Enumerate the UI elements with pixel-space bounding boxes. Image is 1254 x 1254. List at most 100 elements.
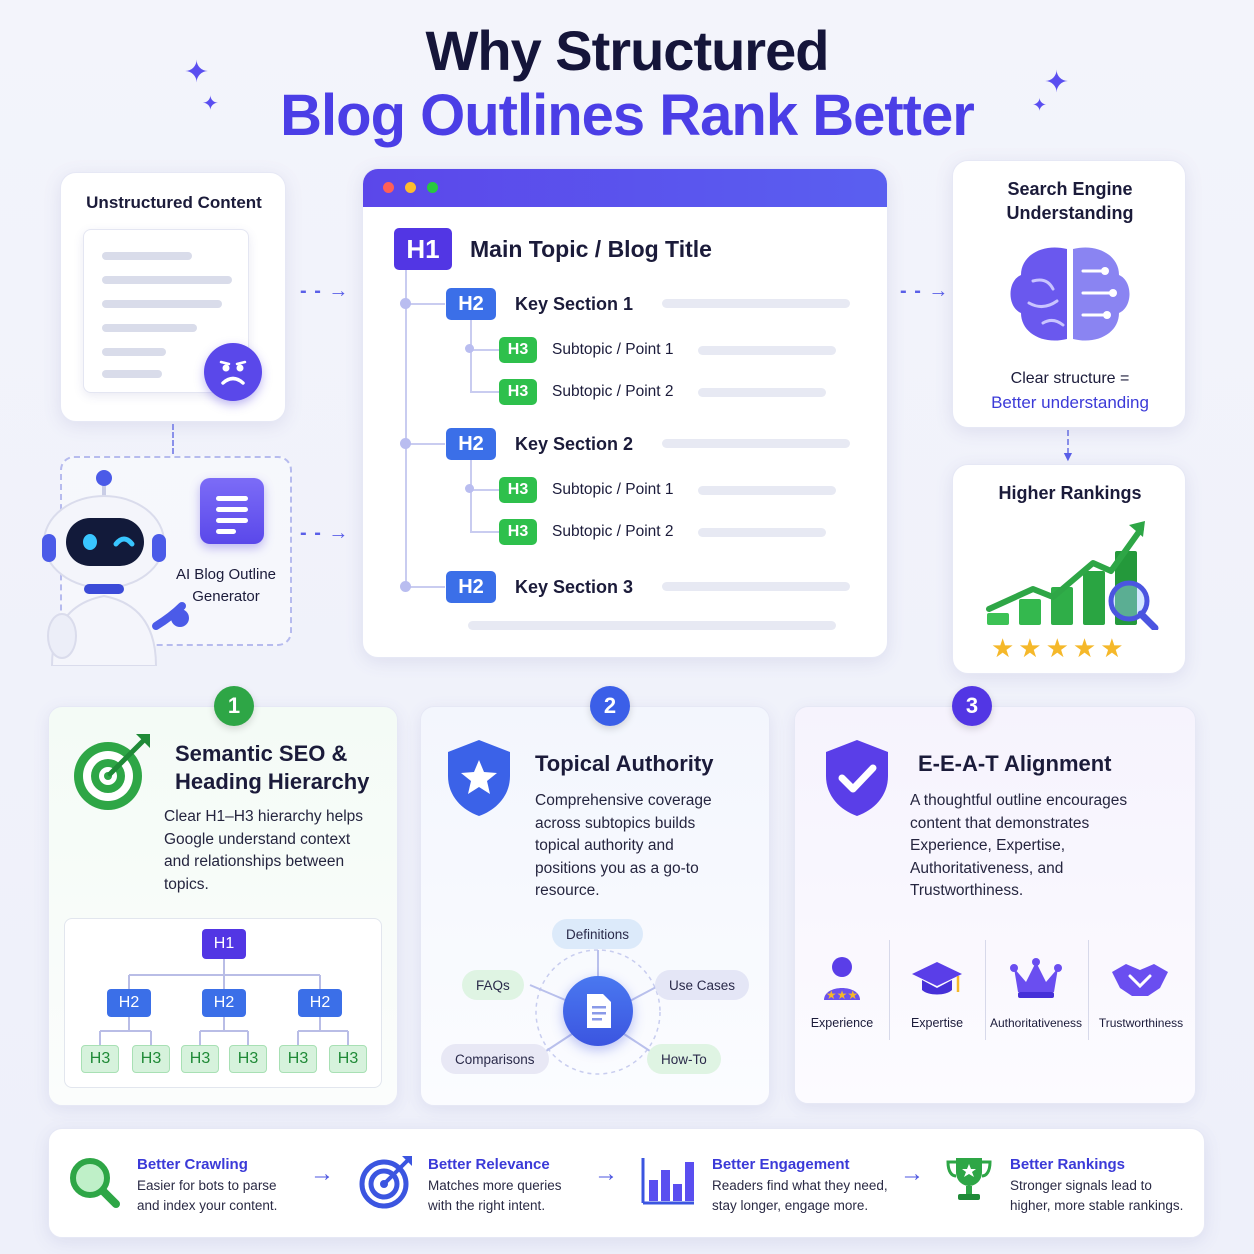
magnifier-icon (66, 1154, 122, 1210)
bar-chart-icon (640, 1156, 696, 1206)
benefit-desc: Readers find what they need, stay longer… (712, 1178, 888, 1213)
feature-desc: A thoughtful outline encourages content … (910, 792, 1128, 899)
h3-badge: H3 (499, 337, 537, 363)
dashed-arrow-icon: - - → (300, 280, 350, 302)
hierarchy-tree: H1 H2 H2 H2 H3 H3 H3 H3 H3 H3 (64, 918, 382, 1088)
arrow-right-icon: → (594, 1160, 618, 1187)
trophy-icon (944, 1154, 994, 1204)
higher-rankings-card: Higher Rankings ★★★★★ (952, 464, 1186, 674)
window-titlebar (363, 169, 887, 207)
rankings-title: Higher Rankings (998, 483, 1142, 503)
feature-title: Semantic SEO & Heading Hierarchy (175, 741, 370, 794)
tree-h3-node: H3 (229, 1045, 267, 1073)
crown-icon (1010, 956, 1062, 1000)
svg-text:★★★: ★★★ (826, 988, 858, 1002)
sparkle-icon: ✦ (1044, 66, 1070, 99)
benefit-title: Better Relevance (428, 1156, 550, 1173)
h3-badge: H3 (499, 477, 537, 503)
feature-desc: Clear H1–H3 hierarchy helps Google under… (164, 808, 364, 893)
step-badge: 1 (214, 686, 254, 726)
topic-pill-faqs: FAQs (462, 970, 524, 1000)
benefit-desc: Stronger signals lead to higher, more st… (1010, 1178, 1184, 1213)
feature-desc: Comprehensive coverage across subtopics … (535, 792, 712, 899)
step-badge: 2 (590, 686, 630, 726)
feature-title: Topical Authority (535, 751, 714, 776)
dashed-arrow-icon: - - → (300, 522, 350, 544)
tree-h2-node: H2 (202, 989, 246, 1017)
topic-pill-use-cases: Use Cases (655, 970, 750, 1000)
shield-check-icon (822, 738, 892, 818)
subtopic-title: Subtopic / Point 1 (552, 341, 674, 358)
arrow-down-icon: ▼ (1061, 448, 1075, 464)
h3-badge: H3 (499, 379, 537, 405)
eeat-label-trustworthiness: Trustworthiness (1098, 1016, 1184, 1030)
search-engine-caption: Clear structure = Better understanding (991, 370, 1149, 412)
search-engine-title: Search Engine Understanding (1006, 179, 1134, 223)
person-stars-icon: ★★★ (816, 954, 868, 1004)
shield-star-icon (444, 738, 514, 818)
step-badge: 3 (952, 686, 992, 726)
connector-line (1067, 430, 1069, 454)
generator-label: AI Blog Outline Generator (175, 566, 277, 605)
subtopic-title: Subtopic / Point 2 (552, 383, 674, 400)
document-hub-icon (563, 976, 633, 1046)
close-dot-icon[interactable] (383, 182, 394, 193)
topic-pill-comparisons: Comparisons (441, 1044, 549, 1074)
tree-h3-node: H3 (279, 1045, 317, 1073)
sparkle-icon: ✦ (202, 93, 219, 115)
benefit-desc: Easier for bots to parse and index your … (137, 1178, 278, 1213)
benefit-desc: Matches more queries with the right inte… (428, 1178, 562, 1213)
target-icon (358, 1154, 414, 1210)
eeat-label-authoritativeness: Authoritativeness (989, 1016, 1083, 1030)
tree-h3-node: H3 (132, 1045, 170, 1073)
tree-h3-node: H3 (81, 1045, 119, 1073)
benefit-title: Better Crawling (137, 1156, 248, 1173)
sad-face-icon (204, 343, 262, 401)
sparkle-icon: ✦ (1032, 95, 1048, 115)
sparkle-icon: ✦ (184, 56, 210, 89)
benefits-bar (48, 1128, 1205, 1238)
robot-mascot (32, 466, 192, 667)
growth-chart-icon (986, 521, 1159, 630)
topic-pill-how-to: How-To (647, 1044, 721, 1074)
dashed-arrow-icon: - - → (900, 280, 950, 302)
benefit-title: Better Engagement (712, 1156, 850, 1173)
outline-document-icon (200, 478, 264, 544)
graduation-cap-icon (910, 958, 964, 1000)
feature-title: E-E-A-T Alignment (918, 751, 1112, 776)
h2-badge: H2 (446, 428, 496, 460)
page-title-line2: Blog Outlines Rank Better (280, 83, 975, 148)
maximize-dot-icon[interactable] (427, 182, 438, 193)
h1-badge: H1 (394, 228, 452, 270)
page-title-line1: Why Structured (425, 19, 830, 82)
tree-h3-node: H3 (181, 1045, 219, 1073)
minimize-dot-icon[interactable] (405, 182, 416, 193)
unstructured-content-card: Unstructured Content (60, 172, 286, 422)
h1-title: Main Topic / Blog Title (470, 236, 712, 262)
target-icon (70, 730, 154, 814)
section-title: Key Section 1 (515, 294, 634, 314)
tree-h2-node: H2 (107, 989, 151, 1017)
h2-badge: H2 (446, 288, 496, 320)
benefit-title: Better Rankings (1010, 1156, 1126, 1173)
topic-pill-definitions: Definitions (552, 919, 644, 949)
subtopic-title: Subtopic / Point 2 (552, 523, 674, 540)
section-title: Key Section 3 (515, 577, 634, 597)
tree-h3-node: H3 (329, 1045, 367, 1073)
eeat-label-expertise: Expertise (910, 1016, 964, 1030)
eeat-label-experience: Experience (810, 1016, 874, 1030)
tree-h1-node: H1 (202, 929, 246, 959)
search-engine-card: Search Engine Understanding Clear struct… (952, 160, 1186, 428)
connector-line (172, 424, 174, 454)
tree-h2-node: H2 (298, 989, 342, 1017)
unstructured-label: Unstructured Content (86, 193, 262, 212)
brain-icon (1003, 241, 1137, 351)
h3-badge: H3 (499, 519, 537, 545)
five-stars-icon: ★★★★★ (991, 633, 1128, 663)
arrow-right-icon: → (900, 1160, 924, 1187)
handshake-icon (1110, 958, 1170, 1000)
subtopic-title: Subtopic / Point 1 (552, 481, 674, 498)
arrow-right-icon: → (310, 1160, 334, 1187)
h2-badge: H2 (446, 571, 496, 603)
section-title: Key Section 2 (515, 434, 634, 454)
